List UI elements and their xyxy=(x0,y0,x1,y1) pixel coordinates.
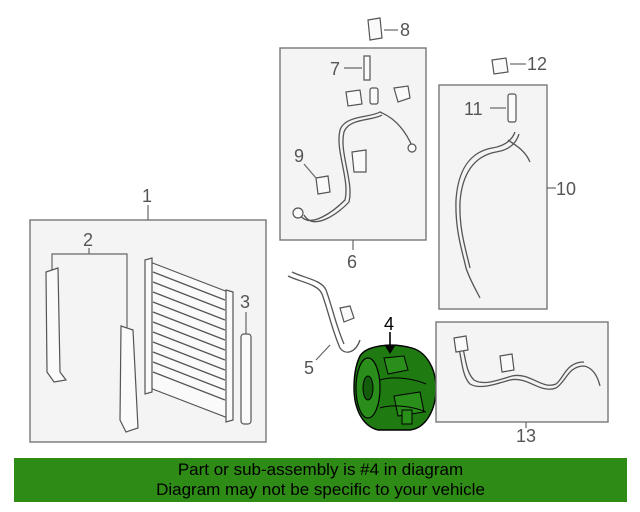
cap-8 xyxy=(367,17,383,41)
callout-12[interactable]: 12 xyxy=(527,54,547,74)
banner-line-1: Part or sub-assembly is #4 in diagram xyxy=(177,460,464,479)
callout-10[interactable]: 10 xyxy=(556,179,576,199)
liquid-hose xyxy=(287,275,361,353)
cap-12 xyxy=(491,57,509,75)
callout-2[interactable]: 2 xyxy=(83,230,93,250)
banner-line-2: Diagram may not be specific to your vehi… xyxy=(156,480,485,499)
callout-4[interactable]: 4 xyxy=(384,314,394,334)
callout-5[interactable]: 5 xyxy=(304,358,314,378)
callout-9[interactable]: 9 xyxy=(294,146,304,166)
callout-11[interactable]: 11 xyxy=(464,99,483,119)
discharge-line-group-box xyxy=(438,84,548,310)
callout-7[interactable]: 7 xyxy=(330,59,340,79)
ac-compressor[interactable] xyxy=(353,344,437,431)
liquid-line-group: 5 xyxy=(287,271,361,378)
callout-8[interactable]: 8 xyxy=(400,20,410,40)
callout-3[interactable]: 3 xyxy=(240,292,250,312)
condenser-bracket-left xyxy=(45,267,68,383)
condenser-group: 1 2 3 xyxy=(29,186,267,443)
callout-1[interactable]: 1 xyxy=(142,186,152,206)
callout-13[interactable]: 13 xyxy=(516,426,536,446)
callout-6[interactable]: 6 xyxy=(347,252,357,272)
condenser-core xyxy=(144,257,234,423)
parts-diagram: 1 2 3 6 xyxy=(29,17,609,446)
service-valve-9 xyxy=(315,175,331,195)
hose-assembly-group: 13 xyxy=(435,321,609,446)
hose-assembly xyxy=(457,343,601,390)
info-banner: Part or sub-assembly is #4 in diagram Di… xyxy=(14,458,627,502)
receiver-drier xyxy=(240,333,252,425)
suction-line-group-box xyxy=(279,47,427,241)
suction-hose xyxy=(299,111,413,221)
condenser-bracket-right xyxy=(119,325,139,433)
discharge-hose xyxy=(455,131,516,299)
suction-line-group: 6 7 9 xyxy=(279,47,427,272)
discharge-line-group: 11 10 xyxy=(438,84,576,310)
